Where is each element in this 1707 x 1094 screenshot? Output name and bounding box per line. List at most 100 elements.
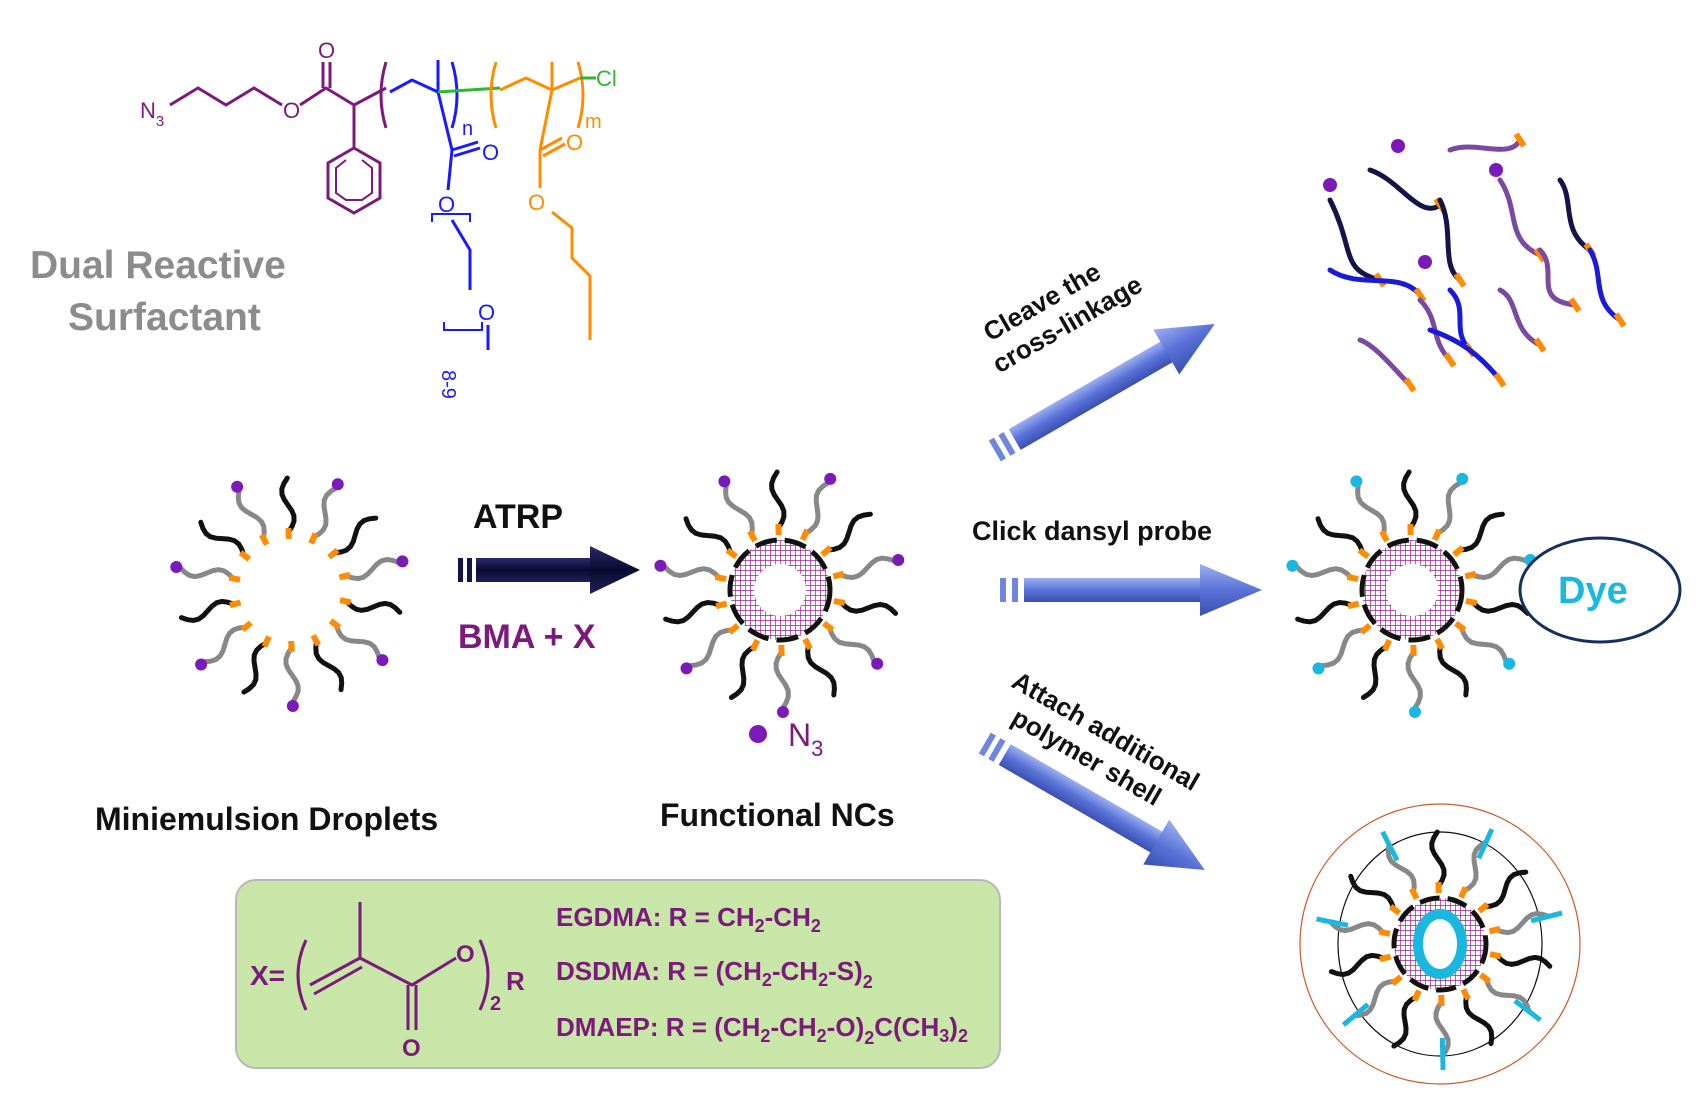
chain-end-dot bbox=[680, 662, 693, 675]
peg-carbonyl-oxygen: O bbox=[482, 140, 499, 165]
miniemulsion-label: Miniemulsion Droplets bbox=[95, 801, 438, 837]
anchor-segment bbox=[1357, 547, 1370, 560]
peg-chain bbox=[1293, 564, 1354, 581]
peg-ester-bond bbox=[446, 149, 454, 191]
anchor-segment bbox=[240, 620, 253, 633]
anchor-segment bbox=[727, 623, 740, 635]
anchor-segment bbox=[327, 547, 340, 560]
core-shell-nc bbox=[1299, 803, 1581, 1085]
hydrophobic-chain bbox=[241, 640, 269, 695]
hydrophobic-chain bbox=[805, 642, 837, 698]
bma-carbonyl-b bbox=[542, 142, 566, 158]
cleaved-chain bbox=[1367, 167, 1443, 211]
hydrophobic-chain bbox=[838, 599, 899, 616]
chain-end-dot bbox=[170, 560, 183, 573]
chain-end-dot bbox=[286, 699, 299, 712]
chain-end-dot bbox=[892, 553, 905, 566]
chain-end-dot bbox=[824, 472, 837, 485]
butyl-chain bbox=[551, 210, 592, 340]
bma-x-label: BMA + X bbox=[458, 618, 596, 656]
box-carbonyl-o: O bbox=[402, 1035, 421, 1062]
bracket-n-right bbox=[450, 61, 459, 129]
anchor-segment bbox=[1409, 887, 1420, 900]
hydrophobic-chain bbox=[344, 599, 403, 615]
hydrophobic-chain bbox=[663, 599, 723, 625]
bma-sidechain bbox=[538, 89, 554, 151]
chain-end-dot bbox=[1312, 662, 1325, 675]
cleaved-chain bbox=[1327, 267, 1423, 298]
shell-chain-tip bbox=[1380, 830, 1400, 862]
dye-labeled-nc bbox=[1286, 469, 1537, 718]
vinyl-bond-b bbox=[313, 965, 363, 996]
anchor-segment bbox=[832, 570, 845, 580]
peg-chain bbox=[283, 645, 301, 705]
peg-chain bbox=[1483, 976, 1532, 1015]
functional-nc bbox=[654, 469, 905, 718]
bma-ester-oxygen: O bbox=[528, 190, 545, 215]
chain-end-dot bbox=[718, 475, 731, 488]
peg-chain bbox=[723, 482, 755, 538]
peg-ester-oxygen: O bbox=[438, 192, 455, 217]
hydrophobic-chain bbox=[1328, 952, 1387, 978]
anchor-segment bbox=[229, 599, 242, 609]
surfactant-title-1: Dual Reactive bbox=[30, 244, 286, 287]
anchor-segment bbox=[228, 574, 241, 583]
click-label: Click dansyl probe bbox=[972, 516, 1212, 546]
anchor-segment bbox=[310, 634, 321, 647]
anchor-segment bbox=[339, 597, 352, 606]
cleaved-chains bbox=[1323, 132, 1627, 393]
box-sub-2: 2 bbox=[490, 993, 501, 1015]
cleaved-chain bbox=[1497, 287, 1543, 348]
azide-legend-dot bbox=[749, 725, 767, 743]
peg-chain bbox=[1319, 627, 1367, 669]
anchor-segment bbox=[1431, 528, 1442, 542]
anchor-segment bbox=[1489, 951, 1502, 960]
azide-end-dot bbox=[1391, 139, 1405, 153]
peg-chain bbox=[1355, 482, 1387, 538]
bracket-m-right bbox=[576, 61, 585, 129]
cleaved-anchor bbox=[1443, 352, 1457, 368]
hydrophobic-chain bbox=[332, 515, 379, 556]
cleaved-chain bbox=[1537, 247, 1578, 308]
cleaved-anchor bbox=[1533, 247, 1547, 263]
anchor-segment bbox=[1382, 638, 1393, 652]
hydrophobic-chain bbox=[769, 469, 787, 531]
dye-ellipse bbox=[1518, 536, 1682, 644]
anchor-segment bbox=[1390, 974, 1403, 987]
inner-shell-boundary bbox=[1337, 831, 1543, 1057]
anchor-segment bbox=[820, 545, 833, 557]
bracket-n-left bbox=[379, 61, 388, 129]
peg-chain bbox=[1405, 649, 1423, 711]
anchor-segment bbox=[715, 600, 728, 610]
hydrophobic-chain bbox=[1429, 829, 1447, 889]
anchor-segment bbox=[1378, 928, 1391, 937]
hydrophobic-chain bbox=[1470, 599, 1531, 616]
chain-end-dot bbox=[871, 657, 884, 670]
ester-chain bbox=[359, 956, 457, 987]
cleaved-chain bbox=[1557, 177, 1593, 253]
chloride-label: Cl bbox=[596, 66, 617, 91]
vinyl-bond-a bbox=[309, 956, 361, 987]
surfactant-structure: N3 O O O O O 8-9 n C bbox=[30, 38, 617, 399]
peg-chain bbox=[1435, 480, 1464, 536]
anchor-segment bbox=[238, 550, 252, 562]
cleaved-anchor bbox=[1568, 297, 1582, 313]
hydrophobic-chain bbox=[178, 598, 237, 624]
peg-chain bbox=[1351, 978, 1398, 1019]
dmaep-line: DMAEP: R = (CH2-CH2-O)2C(CH3)2 bbox=[556, 1012, 968, 1048]
hydrophobic-chain bbox=[1391, 994, 1419, 1049]
click-arrow bbox=[1000, 564, 1262, 616]
miniemulsion-droplet bbox=[170, 475, 409, 712]
box-r: R bbox=[506, 966, 525, 996]
peg-chain bbox=[1458, 625, 1509, 664]
peg-chain bbox=[333, 622, 382, 661]
hydrophobic-chain bbox=[1457, 511, 1505, 553]
shell-chain-tip bbox=[1439, 1037, 1446, 1071]
peg-chain bbox=[201, 624, 248, 665]
anchor-segment bbox=[747, 529, 758, 543]
hydrophobic-chain bbox=[1463, 993, 1495, 1047]
anchor-segment bbox=[833, 597, 846, 607]
peg-chain bbox=[235, 487, 267, 541]
peg-chain bbox=[687, 627, 735, 669]
cleave-label: Cleave the cross-linkage bbox=[978, 256, 1147, 379]
